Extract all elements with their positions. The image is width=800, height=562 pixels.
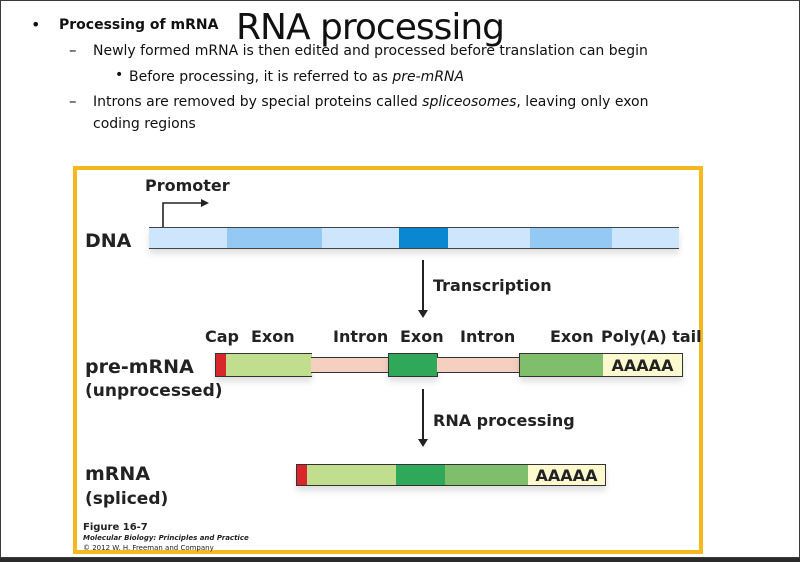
window-bottom-bar <box>0 558 800 562</box>
slide-title: RNA processing <box>236 7 505 48</box>
exon3-segment <box>520 354 603 376</box>
transcription-label: Transcription <box>433 276 552 295</box>
dash-marker: – <box>69 92 77 110</box>
exon3-segment <box>445 465 528 485</box>
bullet-text: Before processing, it is referred to as <box>129 69 393 85</box>
polya-tail: AAAAA <box>528 465 605 485</box>
pre-mrna-sublabel: (unprocessed) <box>85 381 223 401</box>
bullet-marker: • <box>31 15 41 34</box>
exon2-segment <box>396 465 445 485</box>
figure-copyright: © 2012 W. H. Freeman and Company <box>83 544 214 552</box>
exon-label: Exon <box>550 327 594 346</box>
dna-segment <box>149 228 227 248</box>
polya-tail-label: Poly(A) tail <box>601 327 702 346</box>
figure-frame: Promoter DNA Transcription Cap Exon Intr… <box>73 166 703 554</box>
mrna-strand: AAAAA <box>296 464 606 486</box>
bullet-newly-formed: Newly formed mRNA is then edited and pro… <box>93 43 648 59</box>
dna-segment <box>448 228 530 248</box>
rna-processing-label: RNA processing <box>433 411 575 430</box>
pre-mrna-exon1-block <box>215 353 312 377</box>
exon1-segment <box>307 465 396 485</box>
dna-segment <box>612 228 679 248</box>
rna-processing-arrow-icon <box>418 389 428 447</box>
cap-label: Cap <box>205 327 239 346</box>
bullet-processing-of-mrna: Processing of mRNA <box>59 17 219 33</box>
exon-label: Exon <box>251 327 295 346</box>
dna-segment-exon <box>227 228 322 248</box>
transcription-arrow-icon <box>418 260 428 318</box>
bullet-text: , leaving only exon <box>516 94 649 110</box>
mrna-sublabel: (spliced) <box>85 489 169 509</box>
exon2-segment <box>388 353 438 377</box>
dna-strand <box>149 227 679 249</box>
pre-mrna-strand: AAAAA <box>215 353 689 377</box>
dna-label: DNA <box>85 230 132 252</box>
dna-segment-exon <box>530 228 612 248</box>
polya-tail: AAAAA <box>603 354 682 376</box>
intron-label: Intron <box>333 327 389 346</box>
exon-label: Exon <box>400 327 444 346</box>
promoter-label: Promoter <box>145 176 230 195</box>
bullet-before-processing: Before processing, it is referred to as … <box>129 69 464 85</box>
figure-book-title: Molecular Biology: Principles and Practi… <box>83 534 249 542</box>
bullet-marker: • <box>115 67 124 83</box>
intron1-segment <box>311 357 388 373</box>
dna-segment-exon <box>399 228 448 248</box>
intron-label: Intron <box>460 327 516 346</box>
pre-mrna-label: pre-mRNA <box>85 356 194 378</box>
term-spliceosomes: spliceosomes <box>422 94 517 110</box>
bullet-text: Introns are removed by special proteins … <box>93 94 423 110</box>
cap-segment <box>216 354 226 376</box>
mrna-label: mRNA <box>85 463 151 485</box>
figure-number: Figure 16-7 <box>83 522 148 533</box>
promoter-arrow-icon <box>162 199 209 227</box>
bullet-introns-removed-line2: coding regions <box>93 116 196 132</box>
pre-mrna-exon3-block: AAAAA <box>519 353 683 377</box>
dna-segment <box>322 228 399 248</box>
dash-marker: – <box>69 41 77 59</box>
cap-segment <box>297 465 307 485</box>
intron2-segment <box>437 357 519 373</box>
exon1-segment <box>226 354 312 376</box>
term-pre-mrna: pre-mRNA <box>392 69 465 85</box>
bullet-introns-removed: Introns are removed by special proteins … <box>93 94 649 110</box>
